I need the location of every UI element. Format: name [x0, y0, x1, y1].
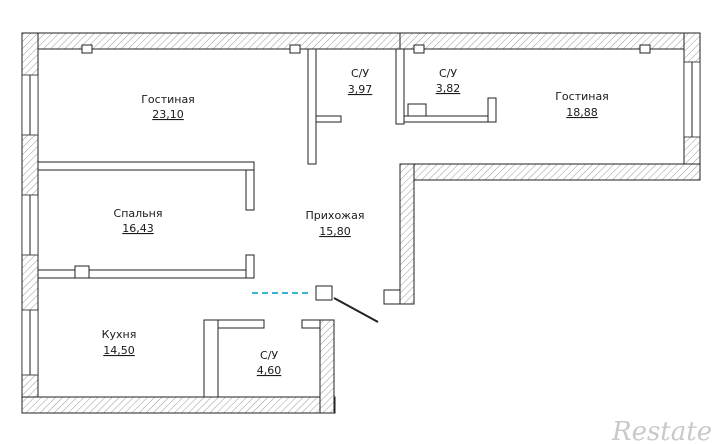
- room-name: Гостиная: [141, 93, 195, 106]
- room-name: Спальня: [114, 207, 163, 220]
- room-label-bathroom-1: С/У 3,97: [348, 67, 373, 96]
- room-label-kitchen: Кухня 14,50: [102, 328, 137, 357]
- room-area: 3,97: [348, 83, 373, 96]
- room-label-living-2: Гостиная 18,88: [555, 90, 609, 119]
- room-area: 3,82: [436, 82, 461, 95]
- room-name: С/У: [351, 67, 369, 80]
- room-name: Гостиная: [555, 90, 609, 103]
- room-label-living-1: Гостиная 23,10: [141, 93, 195, 121]
- room-area: 4,60: [257, 364, 282, 377]
- watermark-logo: Restate: [611, 417, 712, 444]
- room-label-bathroom-3: С/У 4,60: [257, 349, 282, 377]
- room-area: 14,50: [103, 344, 135, 357]
- room-name: С/У: [260, 349, 278, 362]
- room-area: 16,43: [122, 222, 154, 235]
- room-name: Кухня: [102, 328, 137, 341]
- interior-walls: [37, 44, 651, 398]
- room-name: С/У: [439, 67, 457, 80]
- windows: [21, 61, 701, 376]
- room-name: Прихожая: [306, 209, 365, 222]
- room-label-bedroom: Спальня 16,43: [114, 207, 163, 235]
- entrance-door: [333, 297, 379, 323]
- room-area: 15,80: [319, 225, 351, 238]
- room-area: 23,10: [152, 108, 184, 121]
- room-label-bathroom-2: С/У 3,82: [436, 67, 461, 95]
- room-area: 18,88: [566, 106, 598, 119]
- room-label-hallway: Прихожая 15,80: [306, 209, 365, 238]
